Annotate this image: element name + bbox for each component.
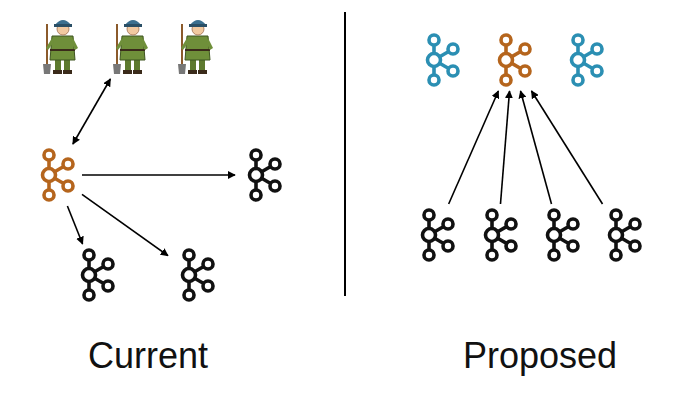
- zookeeper-figure: [38, 14, 82, 76]
- kafka-icon: [598, 207, 646, 263]
- arrow-connector: [500, 91, 509, 204]
- zookeeper-figure: [173, 14, 217, 76]
- kafka-icon: [71, 247, 119, 303]
- section-label: Current: [88, 335, 208, 377]
- kafka-broker: [411, 207, 459, 263]
- kafka-broker: [31, 147, 79, 203]
- kafka-broker: [560, 32, 608, 88]
- zookeeper-figure: [108, 14, 152, 76]
- kafka-broker: [474, 207, 522, 263]
- section-label: Proposed: [463, 335, 617, 377]
- arrow-connector: [531, 91, 602, 204]
- divider-line: [344, 12, 346, 296]
- kafka-icon: [238, 147, 286, 203]
- kafka-icon: [488, 32, 536, 88]
- zookeeper-icon: [38, 14, 82, 76]
- arrow-connector: [67, 206, 82, 244]
- kafka-icon: [411, 207, 459, 263]
- kafka-broker: [171, 247, 219, 303]
- kafka-icon: [171, 247, 219, 303]
- arrow-connector: [82, 174, 235, 176]
- arrow-connector: [449, 91, 499, 204]
- kafka-broker: [536, 207, 584, 263]
- arrow-connector: [521, 91, 552, 204]
- kafka-broker: [416, 32, 464, 88]
- kafka-broker: [71, 247, 119, 303]
- kafka-icon: [560, 32, 608, 88]
- arrow-connector: [82, 194, 168, 255]
- kafka-icon: [474, 207, 522, 263]
- zookeeper-icon: [173, 14, 217, 76]
- arrow-connector: [73, 79, 111, 144]
- kafka-broker: [488, 32, 536, 88]
- kafka-icon: [31, 147, 79, 203]
- kafka-broker: [238, 147, 286, 203]
- kafka-broker: [598, 207, 646, 263]
- kafka-icon: [536, 207, 584, 263]
- kafka-icon: [416, 32, 464, 88]
- zookeeper-icon: [108, 14, 152, 76]
